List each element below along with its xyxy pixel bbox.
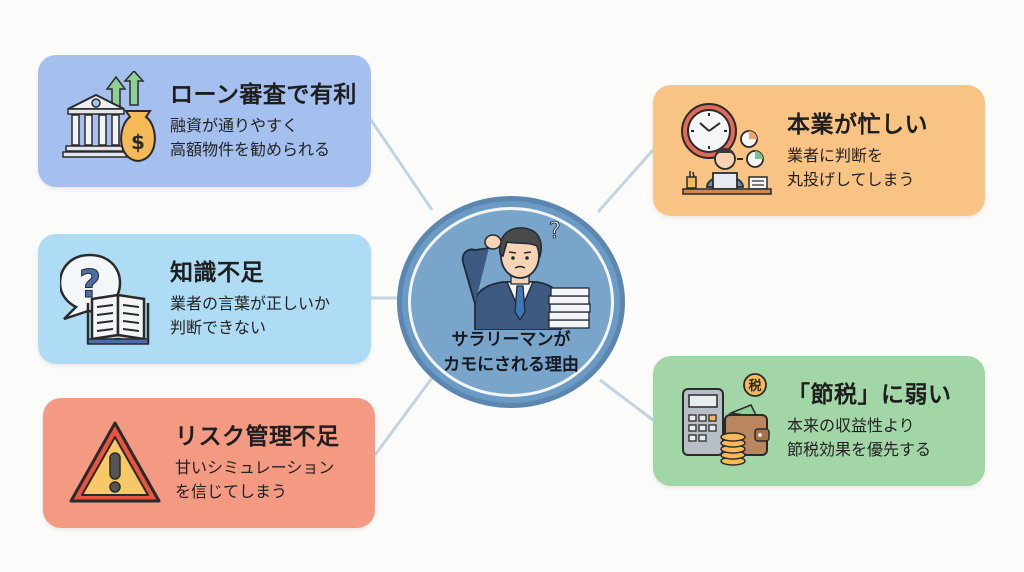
card-desc-line: 高額物件を勧められる — [170, 140, 331, 159]
center-hub: ? サラリーマンが カモにされる理由 — [397, 196, 625, 408]
card-desc-line: 本来の収益性より — [787, 416, 915, 435]
card-desc-line: 業者に判断を — [787, 145, 884, 165]
svg-text:?: ? — [79, 262, 101, 306]
card-desc-line: 融資が通りやすく — [170, 116, 299, 135]
card-title: 「節税」に弱い — [787, 382, 952, 408]
card-title: 知識不足 — [170, 260, 264, 286]
card-title: ローン審査で有利 — [170, 82, 357, 108]
warning-triangle-icon — [69, 421, 161, 503]
question-book-icon: ? — [60, 253, 150, 345]
card-loan-advantage: $ ローン審査で有利 融資が通りやすく 高額物件を勧められる — [38, 55, 371, 187]
card-desc-line: 甘いシミュレーション — [175, 458, 335, 477]
card-risk-management: リスク管理不足 甘いシミュレーション を信じてしまう — [43, 398, 375, 528]
card-title: 本業が忙しい — [787, 111, 928, 138]
card-desc-line: 丸投げしてしまう — [787, 169, 915, 189]
center-title-line: カモにされる理由 — [443, 355, 579, 375]
svg-text:$: $ — [131, 130, 145, 154]
card-desc-line: 節税効果を優先する — [787, 440, 932, 459]
center-inner-circle: ? サラリーマンが カモにされる理由 — [408, 207, 614, 397]
card-lack-of-knowledge: ? 知識不足 業者の言葉が正しいか 判断できない — [38, 234, 371, 364]
card-desc-line: 判断できない — [170, 318, 267, 337]
center-title-line: サラリーマンが — [451, 330, 571, 350]
card-desc-line: 業者の言葉が正しいか — [170, 294, 331, 313]
center-title: サラリーマンが カモにされる理由 — [411, 328, 611, 378]
svg-text:税: 税 — [748, 378, 761, 394]
card-weak-to-tax-saving: 税 「節税」に弱い 本来の収益性より 節税効果を優先する — [653, 356, 985, 486]
bank-moneybag-icon: $ — [62, 71, 156, 163]
clock-worker-icon — [681, 102, 772, 195]
card-title: リスク管理不足 — [175, 424, 340, 450]
confused-businessman-icon: ? — [461, 219, 591, 330]
calculator-wallet-icon: 税 — [682, 373, 770, 466]
card-desc-line: を信じてしまう — [175, 482, 288, 501]
svg-text:?: ? — [549, 219, 561, 244]
card-busy-with-work: 本業が忙しい 業者に判断を 丸投げしてしまう — [653, 85, 985, 216]
